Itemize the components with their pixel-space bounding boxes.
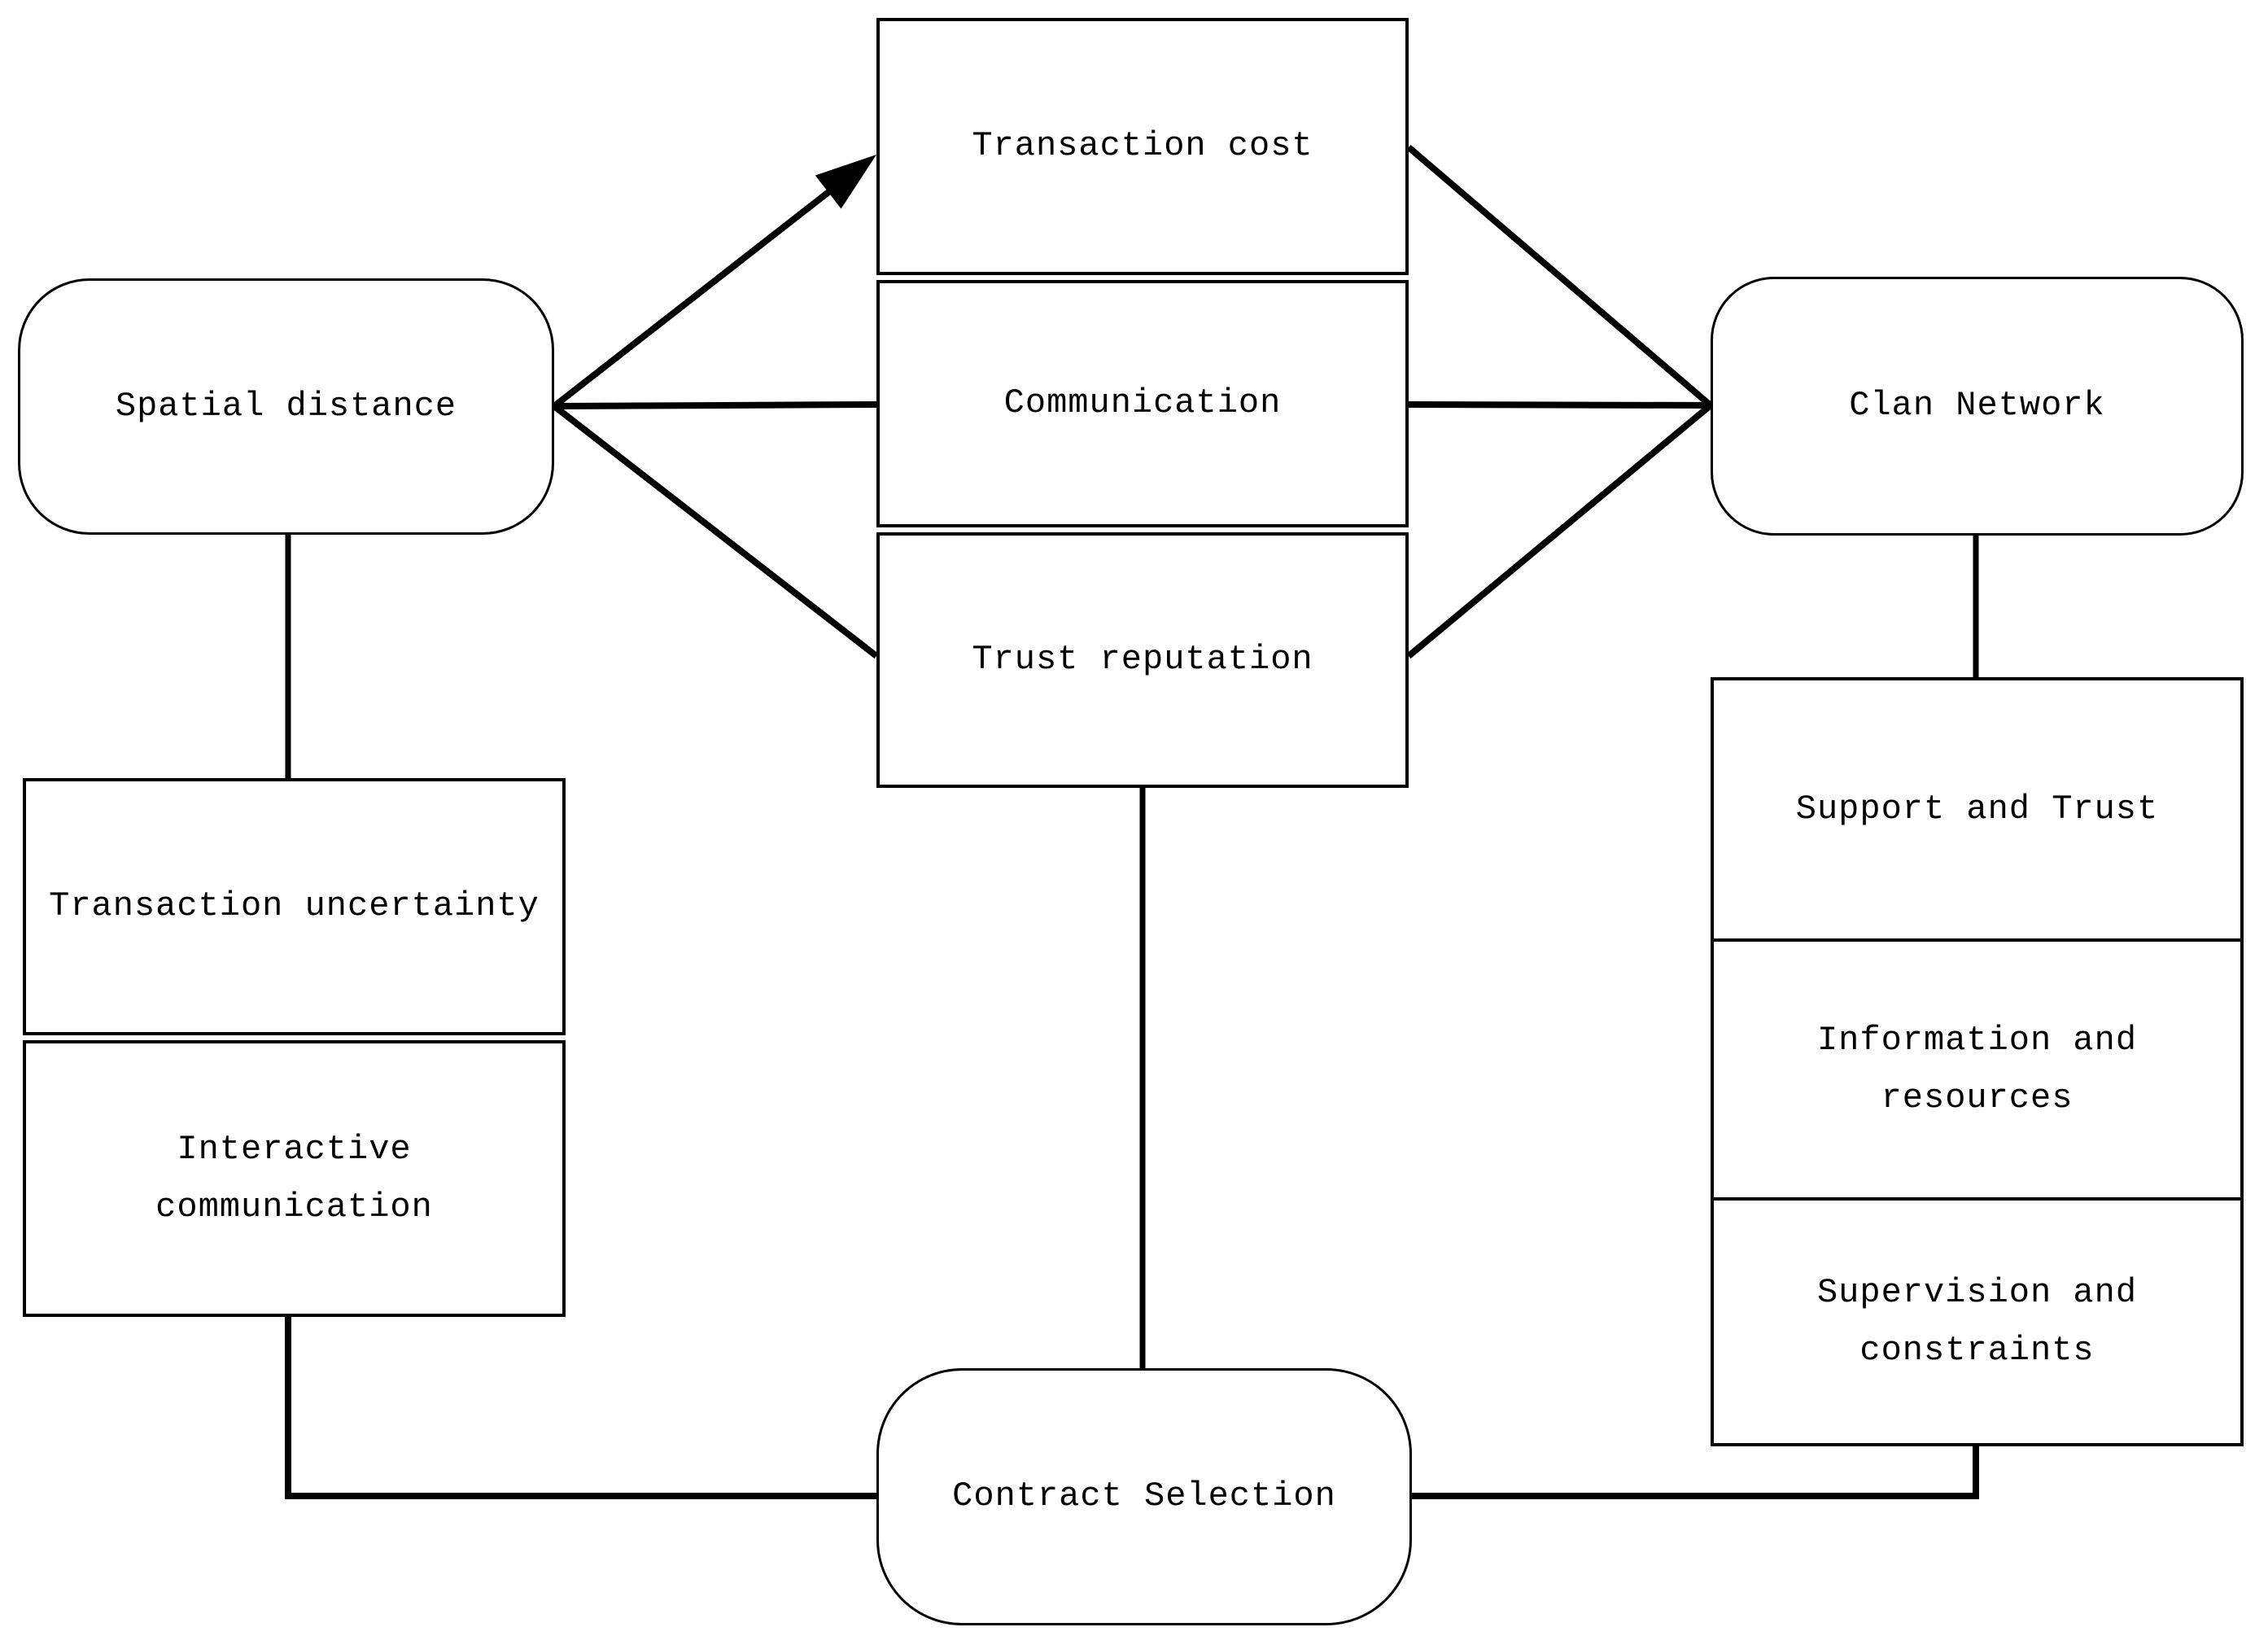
edge-spatial-to-transaction-cost (552, 186, 834, 409)
edge-spatial-to-trust-reputation (552, 403, 879, 659)
supervision-and-constraints-node: Supervision and constraints (1711, 1197, 2244, 1446)
support-and-trust-node: Support and Trust (1711, 677, 2244, 942)
edge-supervision-to-contract (1412, 1446, 1979, 1499)
clan-network-node: Clan Network (1711, 277, 2244, 536)
spatial-distance-node: Spatial distance (18, 278, 554, 535)
edge-trust-reputation-to-clan (1406, 402, 1713, 659)
trust-reputation-node: Trust reputation (876, 532, 1409, 788)
transaction-uncertainty-node: Transaction uncertainty (23, 778, 566, 1035)
arrowhead-transaction-cost (815, 155, 876, 209)
communication-node: Communication (876, 280, 1409, 527)
edge-spatial-to-communication (553, 401, 877, 409)
transaction-cost-node: Transaction cost (876, 18, 1409, 275)
edge-transaction-cost-to-clan (1406, 144, 1713, 409)
edge-interactive-to-contract (285, 1317, 876, 1499)
information-and-resources-node: Information and resources (1711, 938, 2244, 1201)
interactive-communication-node: Interactive communication (23, 1040, 566, 1317)
contract-selection-node: Contract Selection (876, 1368, 1412, 1625)
